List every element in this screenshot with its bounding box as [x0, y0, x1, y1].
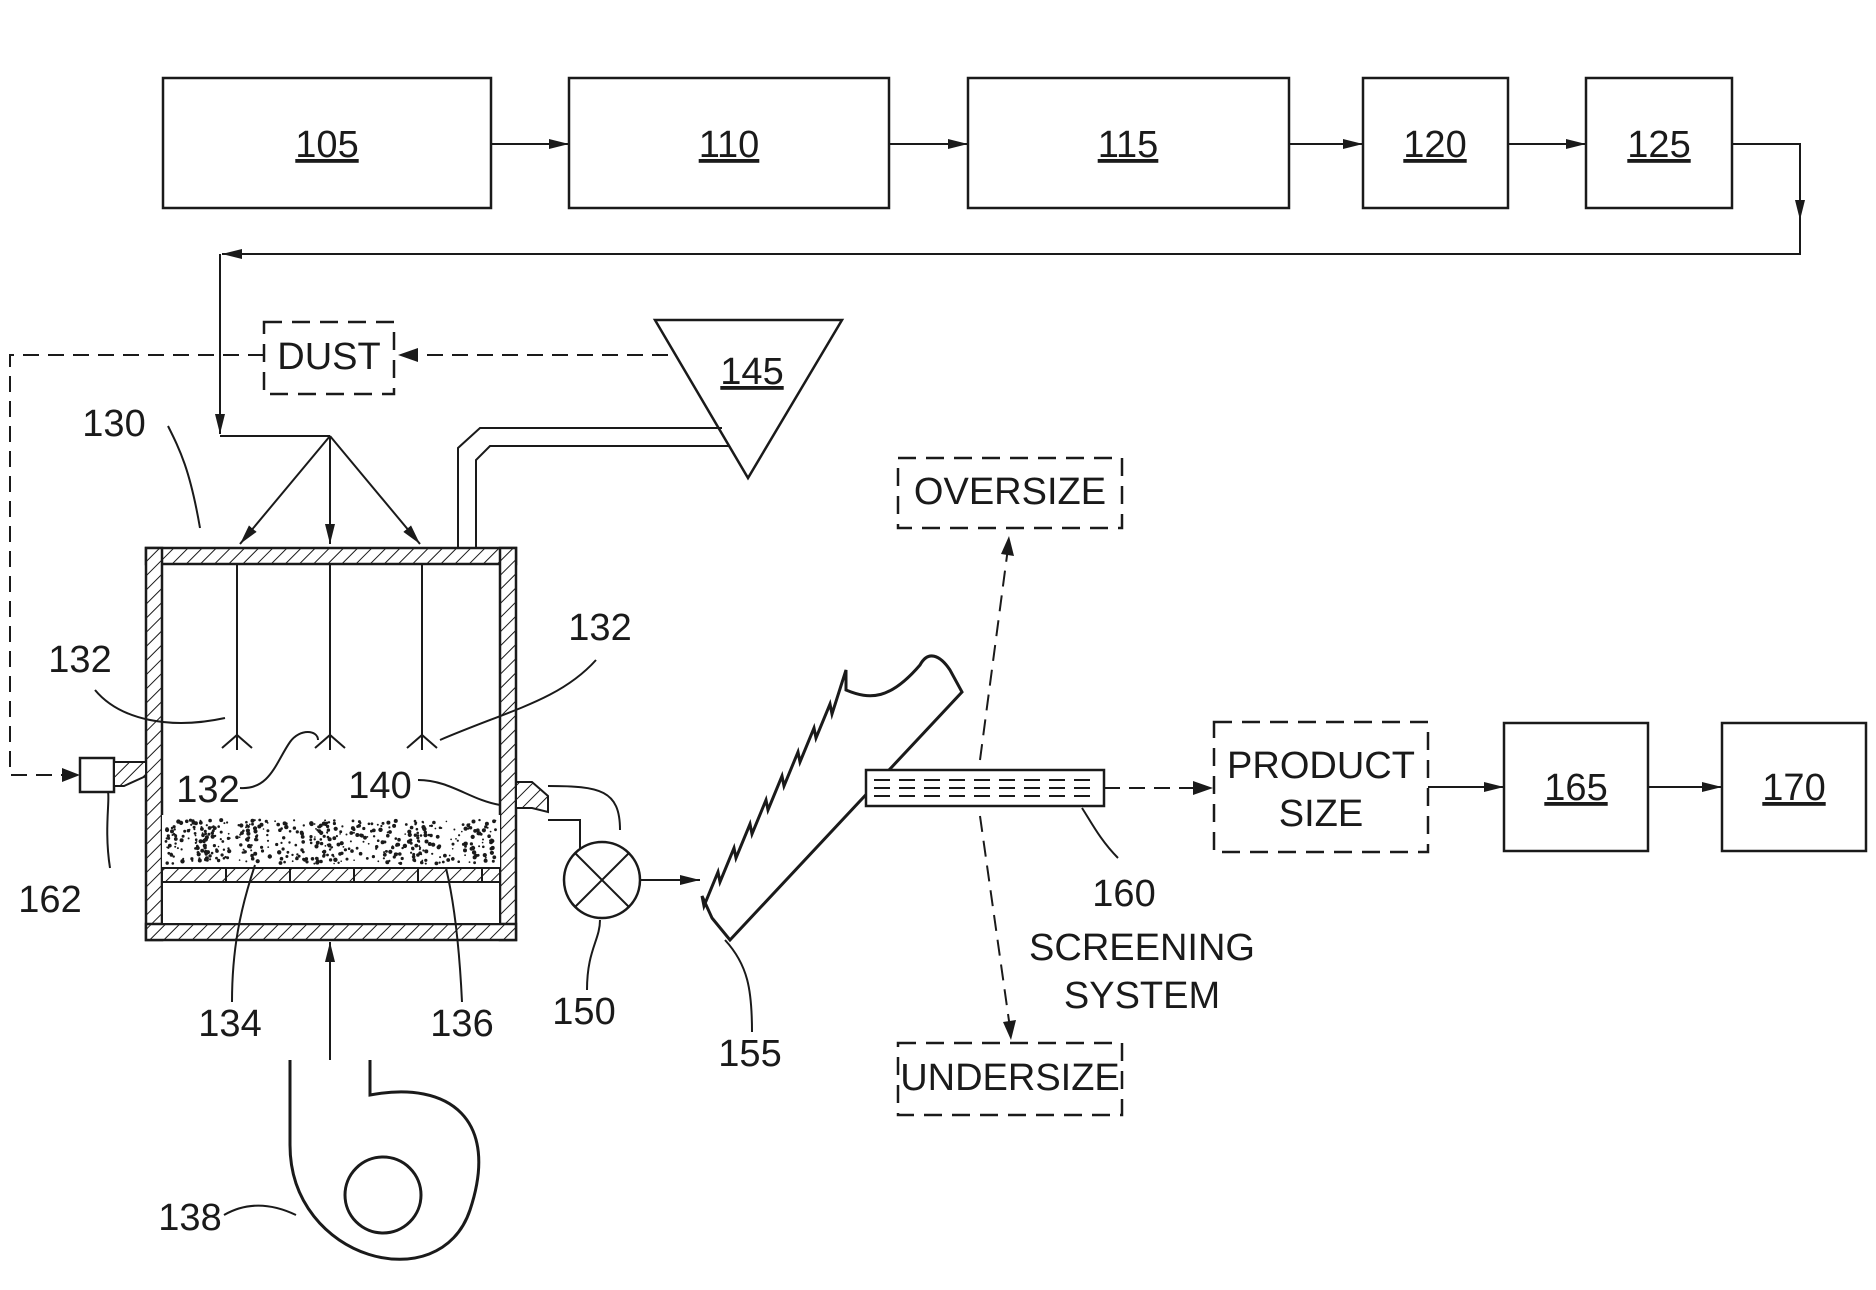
ref-132-left: 132 [48, 639, 111, 681]
product-size-box: PRODUCT SIZE [1214, 722, 1428, 852]
ref-162: 162 [18, 879, 81, 921]
box-110-label: 110 [699, 124, 760, 166]
undersize-label: UNDERSIZE [900, 1057, 1120, 1099]
product-size-line2: SIZE [1279, 793, 1363, 835]
ref-138: 138 [158, 1197, 221, 1239]
box-170-label: 170 [1762, 767, 1825, 809]
feed-distribution [220, 436, 420, 544]
ref-134: 134 [198, 1003, 261, 1045]
cyclone-145: 145 [655, 320, 842, 478]
box-120-label: 120 [1403, 124, 1466, 166]
ref-136: 136 [430, 1003, 493, 1045]
oversize-box: OVERSIZE [898, 458, 1122, 528]
ref-132-center: 132 [176, 769, 239, 811]
screening-system-line1: SCREENING [1029, 927, 1255, 969]
to-oversize-line [980, 548, 1008, 760]
box-105: 105 [163, 78, 491, 208]
dust-box: DUST [264, 322, 394, 394]
box-165: 165 [1504, 723, 1648, 851]
box-165-label: 165 [1544, 767, 1607, 809]
ref-132-right: 132 [568, 607, 631, 649]
product-arrowhead [1193, 781, 1213, 795]
ref-130: 130 [82, 403, 145, 445]
cyclone-duct-inner [476, 446, 730, 552]
blower-138 [290, 1060, 479, 1259]
box-125-label: 125 [1627, 124, 1690, 166]
ref-145: 145 [720, 351, 783, 393]
dust-arrowhead [398, 348, 418, 362]
inlet-162 [80, 758, 146, 792]
to-undersize-line [980, 816, 1010, 1028]
box-110: 110 [569, 78, 889, 208]
screen-160 [866, 770, 1104, 806]
ref-160: 160 [1092, 873, 1155, 915]
ref-140: 140 [348, 765, 411, 807]
ref-150: 150 [552, 991, 615, 1033]
vessel-130 [146, 548, 516, 940]
box-105-label: 105 [295, 124, 358, 166]
rotary-valve-150 [564, 842, 640, 918]
ref-155: 155 [718, 1033, 781, 1075]
undersize-arrowhead [1003, 1020, 1016, 1040]
oversize-arrowhead [1001, 536, 1014, 556]
box-115: 115 [968, 78, 1289, 208]
product-size-line1: PRODUCT [1227, 745, 1415, 787]
dust-label: DUST [277, 336, 380, 378]
box-115-label: 115 [1098, 124, 1159, 166]
box-125: 125 [1586, 78, 1732, 208]
box-170: 170 [1722, 723, 1866, 851]
box-120: 120 [1363, 78, 1508, 208]
oversize-label: OVERSIZE [914, 471, 1106, 513]
undersize-box: UNDERSIZE [898, 1043, 1122, 1115]
dust-recycle-arrowhead [62, 768, 80, 782]
screening-system-line2: SYSTEM [1064, 975, 1220, 1017]
